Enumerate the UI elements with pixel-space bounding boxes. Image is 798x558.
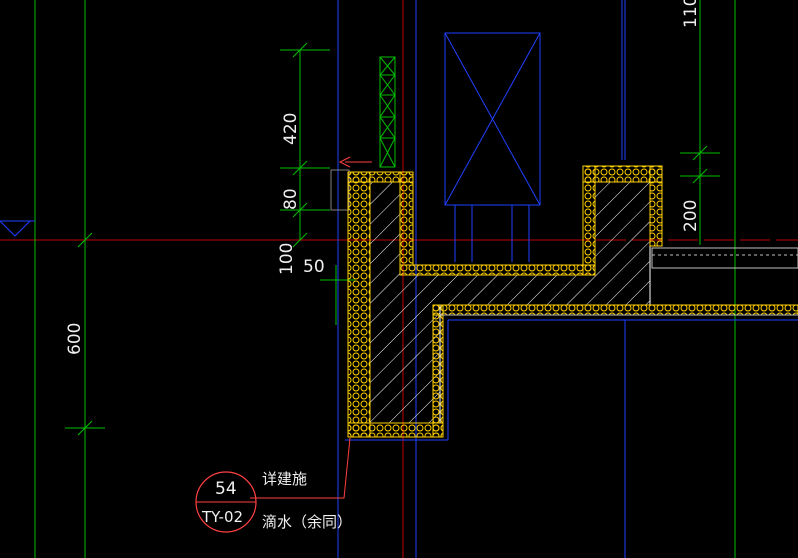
callout-note-line1: 详建施 xyxy=(262,470,307,488)
dim-50-label: 50 xyxy=(303,257,325,277)
equipment-box xyxy=(444,32,541,262)
callout-sheet: TY-02 xyxy=(201,508,243,526)
dimension-600: 600 xyxy=(65,232,105,436)
wall-outline xyxy=(345,319,798,441)
dim-420-label: 420 xyxy=(281,113,301,145)
callout-number: 54 xyxy=(215,479,237,499)
ladder-element xyxy=(379,56,396,168)
floor-slab xyxy=(440,247,798,316)
dimension-chain-left: 420 80 100 xyxy=(277,42,330,275)
dimension-chain-right: 200 110 xyxy=(680,0,720,245)
dim-600-label: 600 xyxy=(65,323,85,355)
dim-110-label: 110 xyxy=(681,0,701,28)
detail-callout: 54 TY-02 详建施 滴水（余同） xyxy=(195,470,352,533)
dim-200-label: 200 xyxy=(681,200,701,232)
dim-100-label: 100 xyxy=(277,243,297,275)
arrow-marker xyxy=(338,156,372,168)
callout-note-line2: 滴水（余同） xyxy=(262,513,352,531)
dim-80-label: 80 xyxy=(281,188,301,210)
insulation-layer xyxy=(347,165,798,438)
callout-leader xyxy=(250,437,351,499)
level-marker xyxy=(0,220,35,237)
